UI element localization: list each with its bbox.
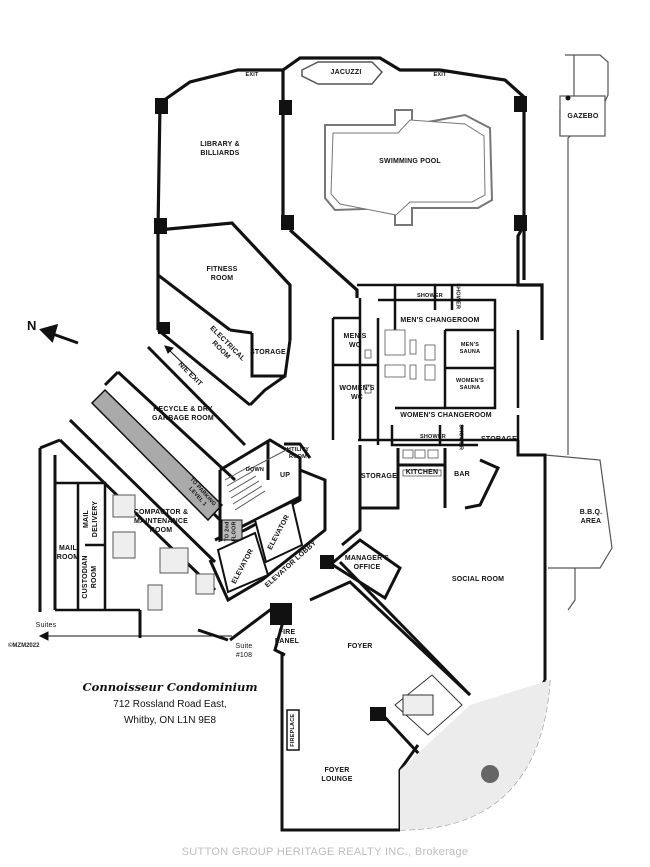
gazebo-post: [565, 95, 571, 101]
address-line-2: Whitby, ON L1N 9E8: [123, 715, 217, 726]
directory-kiosk: [394, 674, 463, 736]
label-fire-panel: FIRE PANEL: [274, 629, 300, 645]
outer-walls: [156, 56, 544, 340]
changeroom-walls: [331, 283, 520, 447]
label-storage-fitness: STORAGE: [250, 349, 286, 356]
label-fitness-room: FITNESS ROOM: [206, 266, 238, 282]
label-up: UP: [279, 472, 291, 479]
pillar-office: [320, 555, 334, 569]
label-down: DOWN: [245, 467, 265, 473]
pillar-foyer: [270, 603, 292, 625]
label-bar: BAR: [454, 471, 470, 478]
label-social-room: SOCIAL ROOM: [451, 576, 505, 583]
title-block: Connoisseur Condominium 712 Rossland Roa…: [80, 680, 260, 726]
label-foyer: FOYER: [347, 643, 373, 650]
brokerage-watermark: SUTTON GROUP HERITAGE REALTY INC., Broke…: [181, 846, 469, 858]
label-suite-108-b: #108: [235, 652, 253, 659]
label-foyer-lounge: FOYER LOUNGE: [321, 767, 353, 783]
staircase: [224, 447, 291, 511]
pillars: [154, 96, 527, 234]
label-jacuzzi: JACUZZI: [330, 69, 362, 76]
label-mail-room: MAIL ROOM: [56, 545, 80, 561]
label-recycle-garbage: RECYCLE & DRY GARBAGE ROOM: [152, 406, 214, 422]
label-shower-top: SHOWER: [417, 293, 443, 299]
label-storage-kitchen: STORAGE: [361, 473, 397, 480]
label-shower-bottom-v: SHOWER: [457, 424, 464, 451]
suites-arrow: [38, 631, 232, 641]
label-womens-changeroom: WOMEN'S CHANGEROOM: [400, 412, 492, 419]
label-gazebo: GAZEBO: [567, 113, 599, 120]
label-suite-108-a: Suite: [235, 643, 253, 650]
label-swimming-pool: SWIMMING POOL: [379, 158, 441, 165]
label-compactor-maintenance: COMPACTOR & MAINTENANCE ROOM: [133, 509, 189, 534]
to-2nd-floor-stair: [221, 519, 243, 541]
label-mens-wc: MEN'S WC: [343, 333, 367, 349]
address-line-1: 712 Rossland Road East,: [113, 699, 227, 710]
label-womens-sauna: WOMEN'S SAUNA: [455, 378, 485, 391]
swimming-pool: [324, 109, 494, 226]
elevator-car-2: [253, 500, 304, 564]
label-mens-sauna: MEN'S SAUNA: [459, 342, 481, 355]
label-exit-right: EXIT: [433, 72, 447, 78]
label-managers-office: MANAGER'S OFFICE: [344, 555, 390, 571]
label-shower-top-v: SHOWER: [454, 283, 461, 310]
label-utility-room: UTILITY ROOM: [286, 447, 310, 460]
jacuzzi-tub: [301, 61, 384, 85]
north-label: N: [27, 318, 37, 333]
label-mail-delivery: MAIL DELIVERY: [83, 500, 99, 538]
label-to-2nd-floor: TO 2nd FLOOR: [224, 521, 238, 542]
north-arrow: [39, 323, 79, 345]
label-womens-wc: WOMEN'S WC: [339, 385, 375, 401]
copyright-text: ©MZM2022: [8, 643, 40, 649]
outdoor-path: [544, 54, 613, 611]
garbage-chute: [90, 388, 224, 522]
label-storage-right: STORAGE: [481, 436, 517, 443]
fireplace-hearth: [286, 709, 300, 751]
label-shower-bottom: SHOWER: [420, 434, 446, 440]
mail-walls: [55, 481, 140, 612]
label-suites: Suites: [35, 622, 57, 629]
terrace-fountain: [481, 765, 499, 783]
compactor-equipment: [112, 494, 215, 611]
label-custodian-room: CUSTODIAN ROOM: [82, 555, 98, 599]
label-fireplace: FIREPLACE: [289, 713, 296, 747]
kitchen-fixtures: [402, 449, 442, 477]
elevator-car-1: [216, 531, 270, 594]
fitness-walls: [156, 273, 292, 407]
pillar-fitness: [158, 322, 170, 334]
label-exit-left: EXIT: [245, 72, 259, 78]
label-bbq-area: B.B.Q. AREA: [579, 509, 603, 525]
label-library-billiards: LIBRARY & BILLIARDS: [200, 141, 240, 157]
fixtures: [364, 329, 436, 394]
label-mens-changeroom: MEN'S CHANGEROOM: [400, 317, 480, 324]
pillar-foyer-2: [370, 707, 386, 721]
building-name: Connoisseur Condominium: [82, 680, 258, 694]
ne-exit-arrow: [164, 345, 197, 377]
label-kitchen: KITCHEN: [405, 469, 439, 476]
